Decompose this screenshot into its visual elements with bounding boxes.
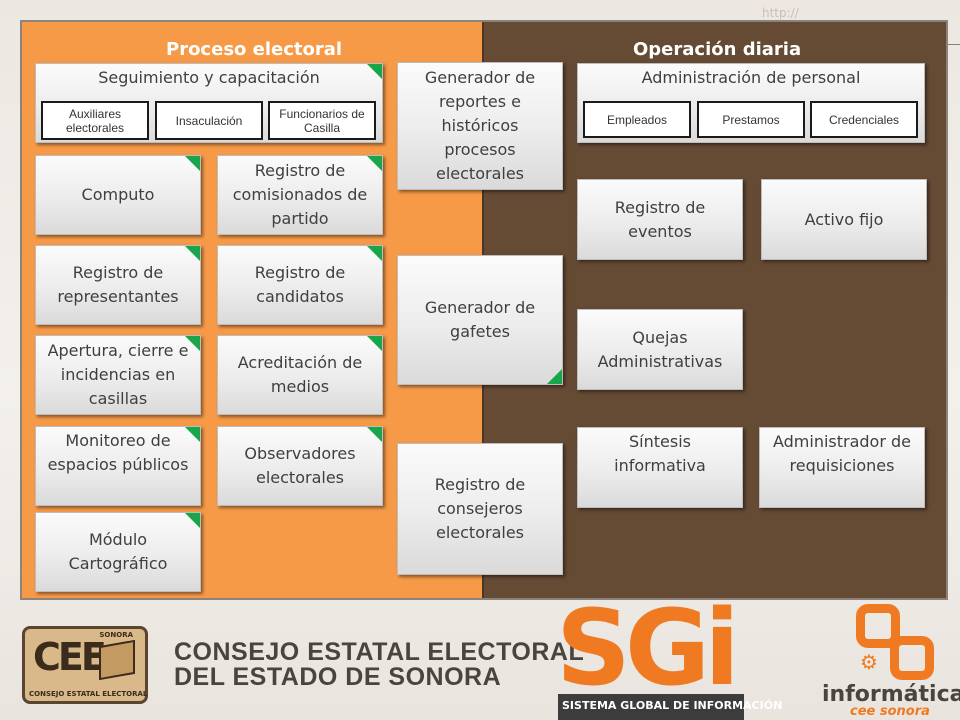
panel-frame — [20, 20, 948, 600]
top-rule — [938, 44, 960, 45]
registro-comisionados-module[interactable]: Registro de comisionados de partido — [217, 155, 383, 235]
logo-square-icon — [856, 604, 900, 648]
module-label: Registro de candidatos — [254, 263, 346, 306]
green-marker-icon — [185, 336, 200, 351]
module-label: Administrador de requisiciones — [772, 432, 912, 475]
registro-candidatos-module[interactable]: Registro de candidatos — [217, 245, 383, 325]
proceso-electoral-title: Proceso electoral — [166, 39, 343, 60]
module-label: Registro de eventos — [614, 197, 706, 241]
observadores-electorales-module[interactable]: Observadores electorales — [217, 426, 383, 506]
module-label: Registro de representantes — [57, 263, 179, 306]
monitoreo-espacios-module[interactable]: Monitoreo de espacios públicos — [35, 426, 201, 506]
insaculacion-button[interactable]: Insaculación — [155, 101, 263, 140]
module-label: Activo fijo — [804, 209, 884, 229]
module-label: Síntesis informativa — [614, 432, 706, 475]
prestamos-button[interactable]: Prestamos — [697, 101, 805, 138]
sgi-logo: SGi SISTEMA GLOBAL DE INFORMACIÓN — [556, 596, 782, 720]
green-marker-icon — [185, 513, 200, 528]
activo-fijo-module[interactable]: Activo fijo — [761, 179, 927, 260]
acreditacion-medios-module[interactable]: Acreditación de medios — [217, 335, 383, 415]
sgi-caption-bar — [558, 694, 744, 720]
sgi-logo-letters: SGi — [556, 587, 740, 709]
green-marker-icon — [185, 246, 200, 261]
green-marker-icon — [185, 156, 200, 171]
url-text: http:// — [762, 6, 799, 20]
apertura-cierre-module[interactable]: Apertura, cierre e incidencias en casill… — [35, 335, 201, 415]
generador-reportes-module[interactable]: Generador de reportes e históricos proce… — [397, 62, 563, 190]
generador-gafetes-module[interactable]: Generador de gafetes — [397, 255, 563, 385]
informatica-word: informática — [822, 682, 960, 707]
module-label: Generador de gafetes — [424, 298, 536, 341]
registro-consejeros-module[interactable]: Registro de consejeros electorales — [397, 443, 563, 575]
empleados-button[interactable]: Empleados — [583, 101, 691, 138]
cee-logo: CEE SONORA CONSEJO ESTATAL ELECTORAL — [22, 626, 148, 704]
green-marker-icon — [367, 336, 382, 351]
green-marker-icon — [367, 427, 382, 442]
cee-logo-letters: CEE — [33, 635, 107, 679]
ballot-box-icon — [99, 639, 135, 681]
module-label: Apertura, cierre e incidencias en casill… — [47, 341, 189, 408]
sintesis-informativa-module[interactable]: Síntesis informativa — [577, 427, 743, 508]
module-label: Generador de reportes e históricos proce… — [424, 68, 536, 183]
funcionarios-casilla-button[interactable]: Funcionarios de Casilla — [268, 101, 376, 140]
cee-logo-caption: CONSEJO ESTATAL ELECTORAL — [29, 690, 148, 698]
module-label: Registro de consejeros electorales — [434, 475, 526, 542]
sgi-caption: SISTEMA GLOBAL DE INFORMACIÓN — [562, 699, 783, 712]
administrador-requisiciones-module[interactable]: Administrador de requisiciones — [759, 427, 925, 508]
green-marker-icon — [185, 427, 200, 442]
computo-module[interactable]: Computo — [35, 155, 201, 235]
credenciales-button[interactable]: Credenciales — [810, 101, 918, 138]
green-marker-icon — [367, 156, 382, 171]
modulo-cartografico-module[interactable]: Módulo Cartográfico — [35, 512, 201, 592]
logo-square-icon — [890, 636, 934, 680]
gear-icon: ⚙ — [860, 650, 878, 674]
module-label: Computo — [81, 185, 155, 204]
green-marker-icon — [367, 246, 382, 261]
operacion-diaria-title: Operación diaria — [633, 39, 802, 60]
module-label: Monitoreo de espacios públicos — [47, 431, 189, 474]
administracion-personal-label: Administración de personal — [641, 68, 861, 87]
green-marker-icon — [367, 64, 382, 79]
seguimiento-capacitacion-label: Seguimiento y capacitación — [98, 68, 320, 87]
quejas-administrativas-module[interactable]: Quejas Administrativas — [577, 309, 743, 390]
green-marker-icon — [547, 369, 562, 384]
registro-representantes-module[interactable]: Registro de representantes — [35, 245, 201, 325]
org-name-line-1: CONSEJO ESTATAL ELECTORAL — [174, 638, 585, 666]
module-label: Registro de comisionados de partido — [232, 161, 368, 228]
module-label: Acreditación de medios — [237, 353, 363, 396]
auxiliares-electorales-button[interactable]: Auxiliares electorales — [41, 101, 149, 140]
registro-eventos-module[interactable]: Registro de eventos — [577, 179, 743, 260]
informatica-sub: cee sonora — [850, 704, 930, 719]
organization-name: CONSEJO ESTATAL ELECTORAL DEL ESTADO DE … — [174, 640, 584, 690]
module-label: Quejas Administrativas — [597, 327, 723, 371]
module-label: Módulo Cartográfico — [68, 530, 168, 573]
informatica-logo: ⚙ informática cee sonora — [820, 604, 960, 720]
cee-logo-sonora: SONORA — [99, 631, 133, 639]
org-name-line-2: DEL ESTADO DE SONORA — [174, 663, 502, 691]
module-label: Observadores electorales — [244, 444, 356, 487]
